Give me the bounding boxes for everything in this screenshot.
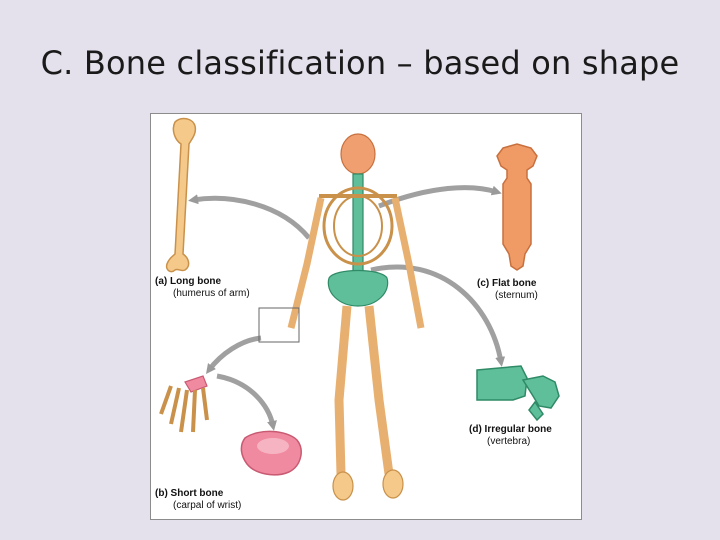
bone-classification-figure: (a) Long bone (humerus of arm) (b) Short…	[150, 113, 582, 520]
label-irregular-bone: (d) Irregular bone (vertebra)	[469, 424, 552, 448]
label-short-bone: (b) Short bone (carpal of wrist)	[155, 488, 241, 512]
label-long-bone-name: (a) Long bone	[155, 276, 222, 287]
label-flat-bone-example: (sternum)	[495, 290, 538, 301]
arrow-to-wrist	[205, 335, 262, 374]
slide-title: C. Bone classification – based on shape	[40, 44, 680, 82]
label-long-bone: (a) Long bone (humerus of arm)	[155, 276, 250, 300]
arrow-to-short-bone	[216, 373, 277, 431]
label-irregular-bone-example: (vertebra)	[487, 436, 531, 447]
label-irregular-bone-name: (d) Irregular bone	[469, 424, 552, 435]
full-skeleton	[287, 133, 425, 501]
label-short-bone-example: (carpal of wrist)	[173, 500, 242, 511]
sternum-flat-bone	[496, 143, 538, 271]
arrow-to-long-bone	[188, 194, 311, 240]
carpal-short-bone	[240, 430, 302, 476]
label-short-bone-name: (b) Short bone	[155, 488, 224, 499]
label-flat-bone-name: (c) Flat bone	[477, 278, 537, 289]
vertebra-irregular-bone	[476, 365, 560, 422]
wrist-highlight-box	[258, 307, 300, 343]
skeleton-illustration	[159, 117, 560, 501]
hand-bones	[159, 375, 209, 433]
humerus-long-bone	[165, 117, 197, 273]
label-long-bone-example: (humerus of arm)	[173, 288, 250, 299]
arrow-to-irregular-bone	[370, 264, 506, 367]
label-flat-bone: (c) Flat bone (sternum)	[477, 278, 538, 302]
